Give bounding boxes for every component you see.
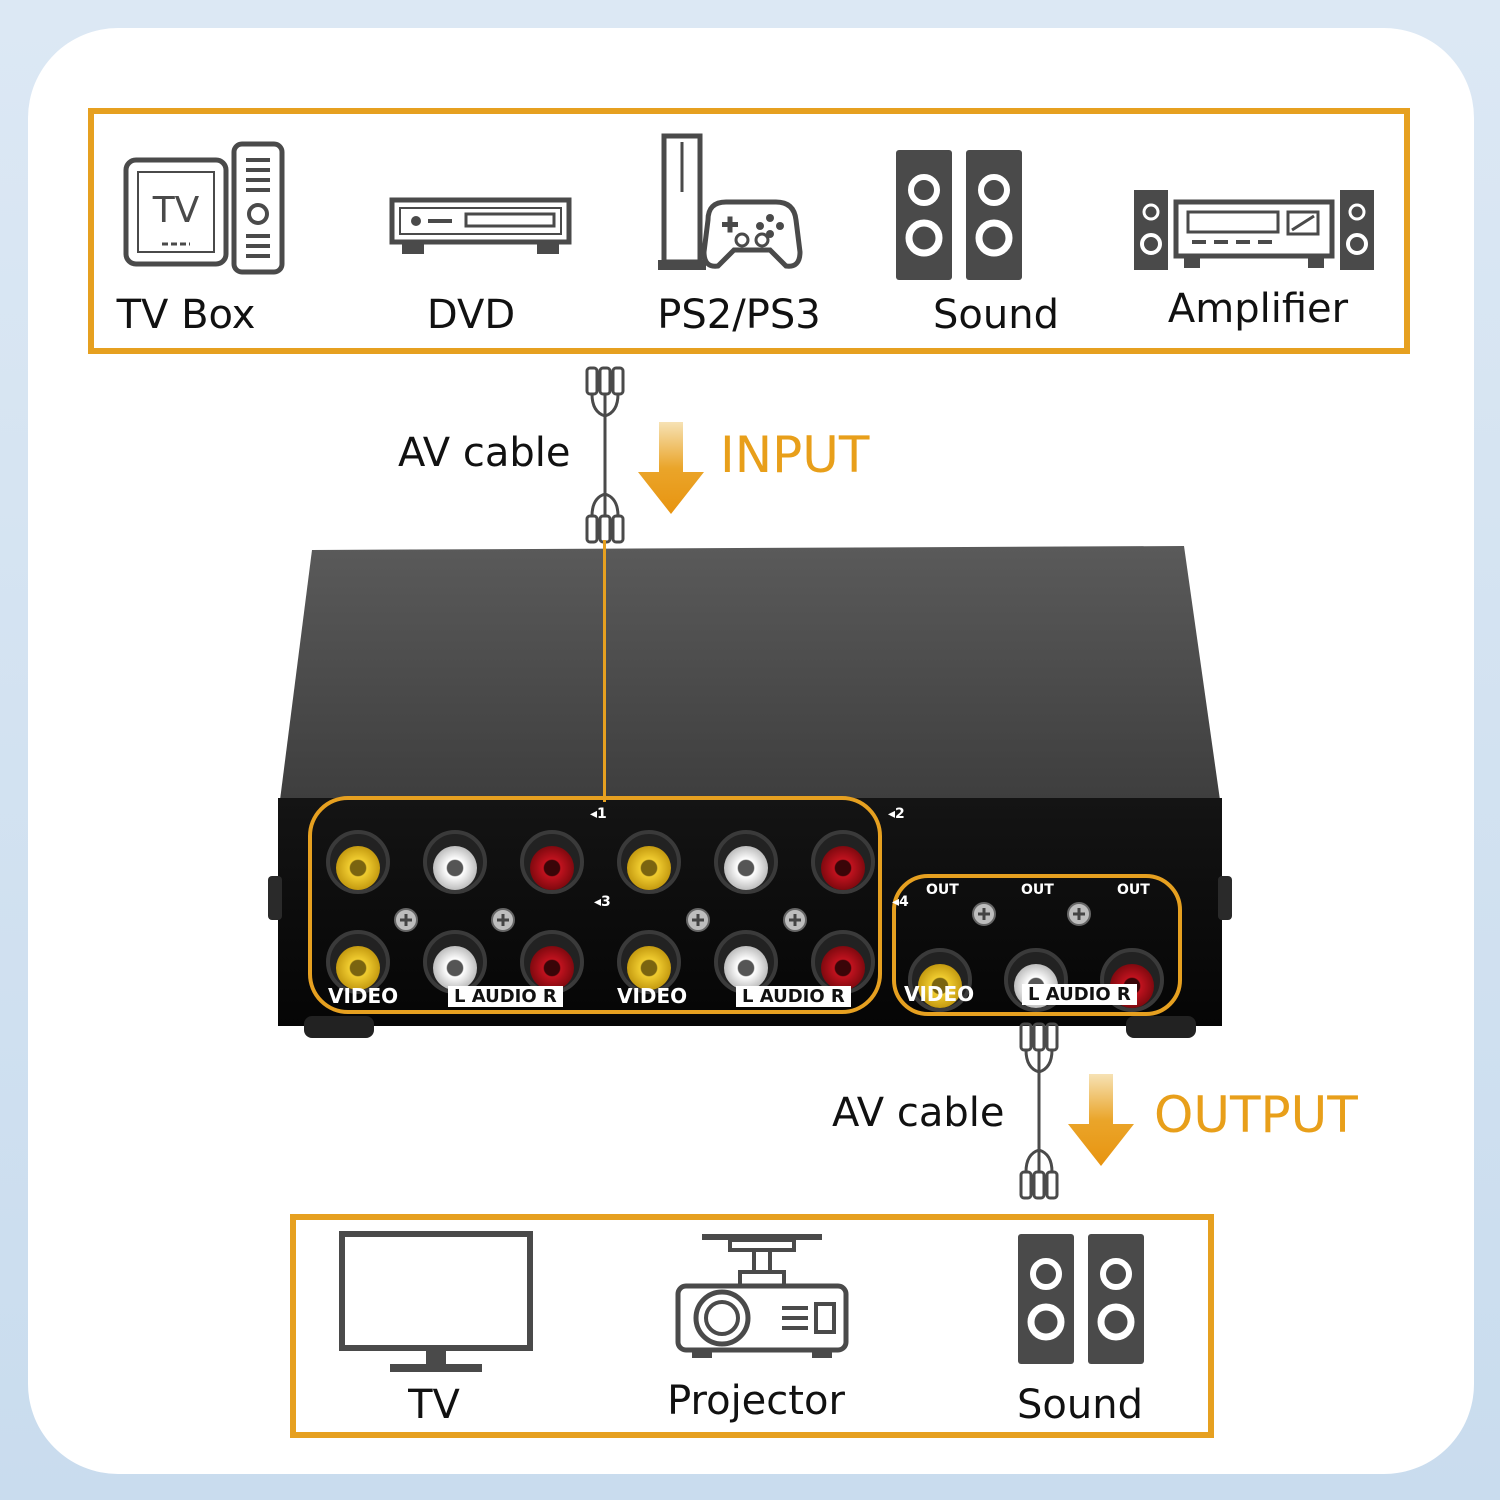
input-number-4: ◂4 <box>892 894 909 910</box>
speakers-icon <box>1018 1234 1144 1364</box>
input-device-label: Amplifier <box>1167 286 1349 332</box>
input-number-2: ◂2 <box>888 806 905 822</box>
input-ports-panel <box>308 796 882 1014</box>
output-video-label: VIDEO <box>904 982 975 1006</box>
input-number-3: ◂3 <box>594 894 611 910</box>
output-cable-label: AV cable <box>832 1090 1005 1136</box>
output-device-label: TV <box>408 1382 460 1428</box>
input-cable-label: AV cable <box>398 430 571 476</box>
input-device-label: PS2/PS3 <box>657 292 821 338</box>
tv-box-icon: TV <box>123 141 285 275</box>
video-label: VIDEO <box>617 984 688 1008</box>
output-devices-box <box>290 1214 1214 1438</box>
output-ports-panel <box>892 874 1182 1016</box>
video-label: VIDEO <box>328 984 399 1008</box>
projector-icon <box>675 1234 849 1358</box>
input-direction-label: INPUT <box>720 426 870 484</box>
input-connection-line <box>603 540 606 802</box>
diagram-card: TV <box>28 28 1474 1474</box>
tv-box-icon-text: TV <box>152 190 200 231</box>
input-device-label: TV Box <box>116 292 256 338</box>
out-label: OUT <box>1021 882 1054 898</box>
output-device-label: Sound <box>1017 1382 1143 1428</box>
audio-label: L AUDIO R <box>736 986 851 1007</box>
input-device-label: DVD <box>426 292 516 338</box>
game-console-icon <box>658 133 803 270</box>
input-number-1: ◂1 <box>590 806 607 822</box>
av-cable-icon <box>585 366 625 544</box>
output-device-label: Projector <box>667 1378 845 1424</box>
speakers-icon <box>896 150 1022 280</box>
out-label: OUT <box>926 882 959 898</box>
dvd-player-icon <box>389 197 572 254</box>
output-arrow-icon <box>1068 1074 1134 1166</box>
amplifier-icon <box>1134 190 1374 270</box>
output-direction-label: OUTPUT <box>1154 1086 1358 1144</box>
input-arrow-icon <box>638 422 704 514</box>
av-cable-icon <box>1019 1022 1059 1200</box>
output-audio-label: L AUDIO R <box>1022 984 1137 1005</box>
out-label: OUT <box>1117 882 1150 898</box>
av-switch-device <box>268 546 1232 1038</box>
input-device-label: Sound <box>933 292 1059 338</box>
audio-label: L AUDIO R <box>448 986 563 1007</box>
tv-icon <box>339 1231 533 1372</box>
input-devices-box <box>88 108 1410 354</box>
